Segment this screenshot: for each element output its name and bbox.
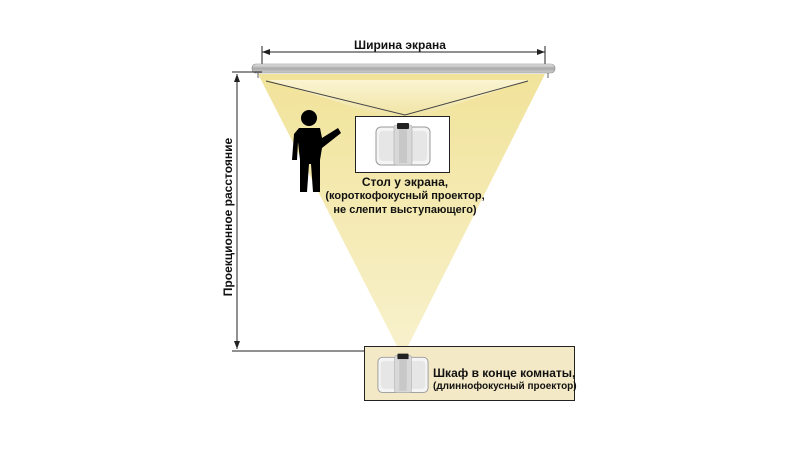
long-throw-projector-box (364, 346, 575, 401)
long-throw-light-beam (258, 74, 545, 352)
table-option-detail: (короткофокусный проектор, (325, 190, 485, 202)
short-throw-light-beam (268, 80, 528, 120)
projector-icon (377, 353, 429, 394)
screen-width-dimension (261, 46, 546, 70)
cabinet-option-caption: Шкаф в конце комнаты, (длиннофокусный пр… (433, 366, 577, 394)
table-option-note: не слепит выступающего) (333, 204, 477, 216)
cabinet-option-detail: (длиннофокусный проектор) (433, 381, 577, 392)
projector-icon (375, 123, 431, 166)
projector-screen-roller (251, 63, 556, 74)
cabinet-option-title: Шкаф в конце комнаты, (433, 366, 576, 380)
throw-distance-label: Проекционное расстояние (221, 137, 235, 297)
screen-width-label: Ширина экрана (354, 38, 446, 52)
short-throw-projector-box (355, 116, 450, 173)
table-option-title: Стол у экрана, (361, 175, 449, 189)
table-option-caption: Стол у экрана, (короткофокусный проектор… (300, 175, 510, 217)
screen-sag-line (265, 80, 529, 116)
person-pointing-icon (292, 110, 341, 192)
